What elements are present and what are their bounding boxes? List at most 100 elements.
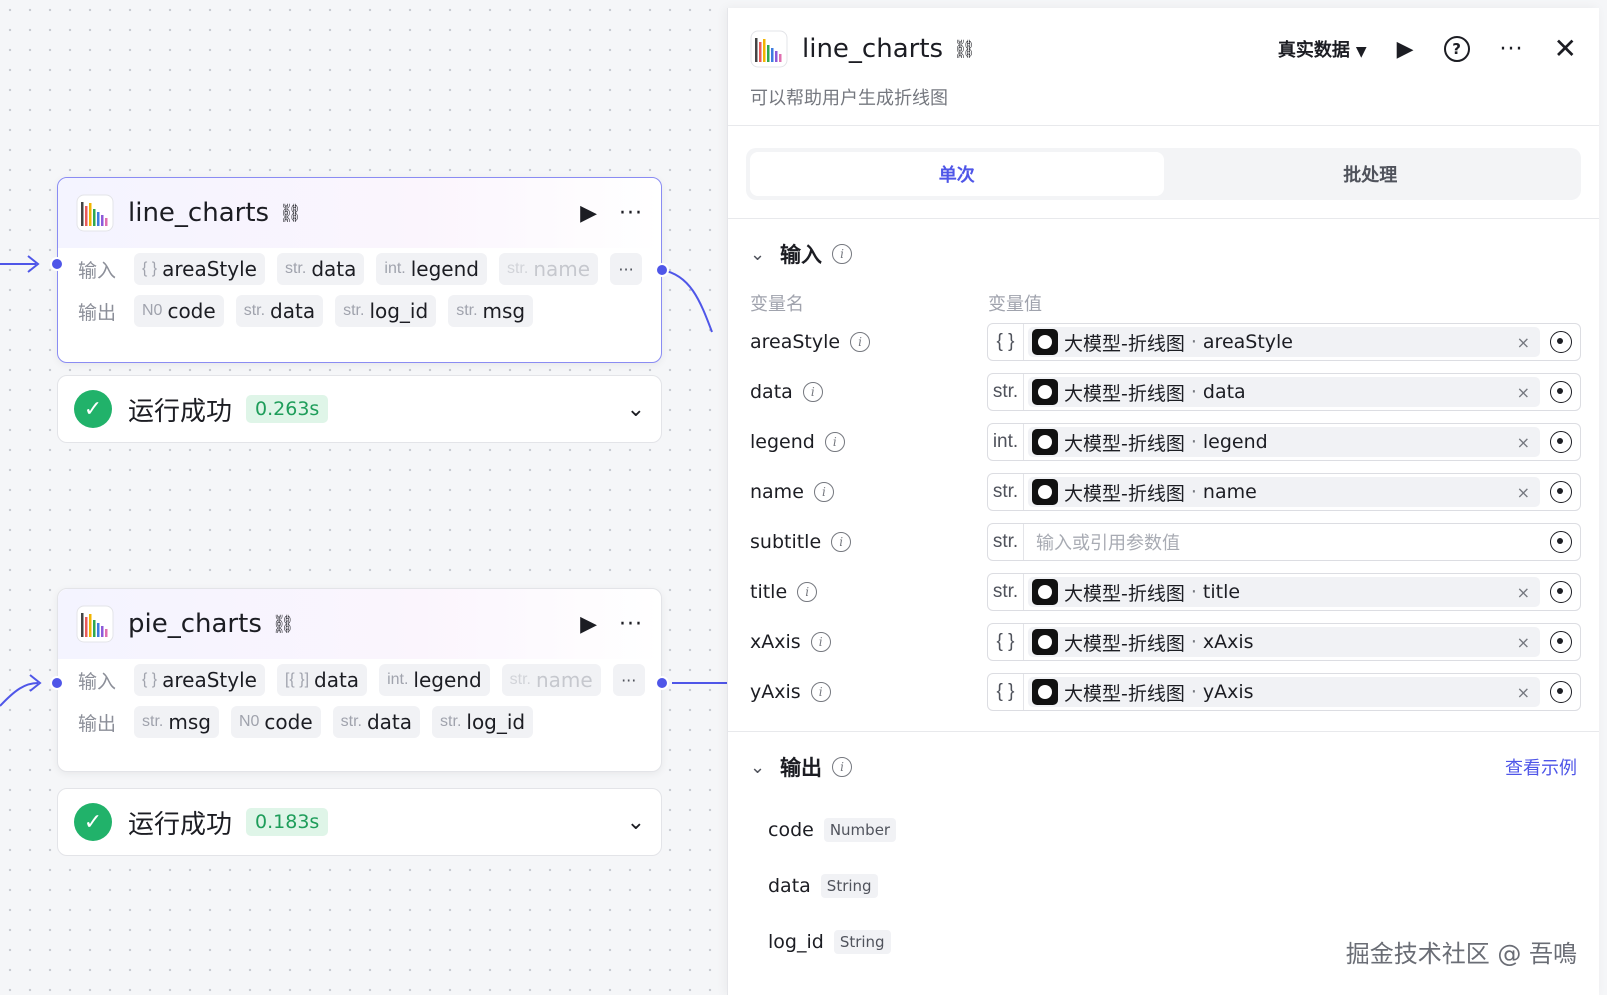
clear-icon[interactable]: ×: [1516, 332, 1530, 352]
reference-picker-icon[interactable]: [1550, 331, 1572, 353]
info-icon[interactable]: i: [850, 332, 871, 352]
reference-picker-icon[interactable]: [1550, 631, 1572, 653]
reference-picker-icon[interactable]: [1550, 681, 1572, 703]
run-icon[interactable]: ▶: [1396, 36, 1414, 62]
reference-picker-icon[interactable]: [1550, 431, 1572, 453]
ref-source: 大模型-折线图: [1064, 632, 1185, 655]
input-tag: str.data: [276, 253, 365, 285]
info-icon[interactable]: i: [832, 244, 852, 264]
chevron-down-icon[interactable]: ⌄: [750, 243, 766, 265]
chart-logo-icon: [76, 605, 114, 643]
output-name: code: [768, 819, 814, 841]
more-icon[interactable]: ···: [619, 200, 643, 226]
reference-chip[interactable]: 大模型-折线图 · areaStyle ×: [1028, 327, 1540, 357]
data-mode-dropdown[interactable]: 真实数据▼: [1277, 40, 1367, 61]
more-icon[interactable]: ···: [619, 611, 643, 637]
run-icon[interactable]: ▶: [580, 611, 598, 637]
info-icon[interactable]: i: [824, 432, 845, 452]
panel-description: 可以帮助用户生成折线图: [750, 88, 948, 109]
variable-value-field[interactable]: str. 输入或引用参数值: [987, 523, 1581, 561]
clear-icon[interactable]: ×: [1516, 432, 1530, 452]
clear-icon[interactable]: ×: [1516, 482, 1530, 502]
input-section-header[interactable]: ⌄ 输入 i: [728, 219, 1599, 289]
info-icon[interactable]: i: [797, 582, 818, 602]
model-node-icon: [1032, 629, 1058, 655]
node-title: line_charts: [128, 198, 270, 228]
ref-field: data: [1202, 381, 1246, 403]
reference-chip[interactable]: 大模型-折线图 · legend ×: [1028, 427, 1540, 457]
model-node-icon: [1032, 479, 1058, 505]
reference-picker-icon[interactable]: [1550, 481, 1572, 503]
output-row: log_id String: [728, 914, 1599, 970]
run-status-bar[interactable]: ✓ 运行成功 0.263s ⌄: [57, 375, 662, 443]
variable-value-field[interactable]: { } 大模型-折线图 · yAxis ×: [987, 673, 1581, 711]
clear-icon[interactable]: ×: [1516, 632, 1530, 652]
variable-value-field[interactable]: str. 大模型-折线图 · data ×: [987, 373, 1581, 411]
input-tag: { }areaStyle: [134, 253, 265, 285]
input-tag: str.name: [501, 664, 601, 696]
variable-value-field[interactable]: int. 大模型-折线图 · legend ×: [987, 423, 1581, 461]
tab-single[interactable]: 单次: [750, 152, 1164, 196]
reference-picker-icon[interactable]: [1550, 531, 1572, 553]
model-node-icon: [1032, 679, 1058, 705]
variable-row: areaStyle i { } 大模型-折线图 · areaStyle ×: [728, 317, 1599, 367]
reference-picker-icon[interactable]: [1550, 381, 1572, 403]
reference-picker-icon[interactable]: [1550, 581, 1572, 603]
type-label: str.: [988, 374, 1024, 410]
reference-chip[interactable]: 大模型-折线图 · yAxis ×: [1028, 677, 1540, 707]
output-tag: str.log_id: [432, 706, 534, 738]
clear-icon[interactable]: ×: [1516, 582, 1530, 602]
output-port[interactable]: [655, 263, 669, 277]
variable-name: yAxis: [750, 681, 801, 703]
chevron-down-icon[interactable]: ⌄: [626, 809, 645, 835]
clear-icon[interactable]: ×: [1516, 382, 1530, 402]
plugin-link-icon[interactable]: ⛓: [271, 613, 295, 635]
node-pie-charts[interactable]: pie_charts ⛓ ▶ ··· 输入 { }areaStyle [{ }]…: [57, 588, 662, 772]
variable-value-field[interactable]: str. 大模型-折线图 · name ×: [987, 473, 1581, 511]
variable-value-field[interactable]: { } 大模型-折线图 · areaStyle ×: [987, 323, 1581, 361]
ref-source: 大模型-折线图: [1064, 582, 1185, 605]
col-value-header: 变量值: [988, 294, 1042, 315]
reference-chip[interactable]: 大模型-折线图 · title ×: [1028, 577, 1540, 607]
variable-name: subtitle: [750, 531, 822, 553]
value-input-placeholder[interactable]: 输入或引用参数值: [1036, 533, 1180, 554]
node-line-charts[interactable]: line_charts ⛓ ▶ ··· 输入 { }areaStyle str.…: [57, 177, 662, 363]
tab-batch[interactable]: 批处理: [1343, 165, 1398, 186]
output-label: 输出: [78, 712, 117, 735]
run-status-bar[interactable]: ✓ 运行成功 0.183s ⌄: [57, 788, 662, 856]
info-icon[interactable]: i: [832, 757, 852, 777]
output-port[interactable]: [655, 676, 669, 690]
input-port[interactable]: [50, 676, 64, 690]
ref-source: 大模型-折线图: [1064, 382, 1185, 405]
more-inputs-button[interactable]: ···: [612, 664, 645, 696]
input-port[interactable]: [50, 257, 64, 271]
help-icon[interactable]: ?: [1443, 36, 1470, 62]
reference-chip[interactable]: 大模型-折线图 · name ×: [1028, 477, 1540, 507]
info-icon[interactable]: i: [831, 532, 852, 552]
more-icon[interactable]: ···: [1499, 36, 1524, 62]
clear-icon[interactable]: ×: [1516, 682, 1530, 702]
more-inputs-button[interactable]: ···: [610, 253, 643, 285]
close-icon[interactable]: ✕: [1553, 32, 1577, 65]
info-icon[interactable]: i: [810, 682, 831, 702]
chevron-down-icon[interactable]: ⌄: [626, 396, 645, 422]
reference-chip[interactable]: 大模型-折线图 · xAxis ×: [1028, 627, 1540, 657]
variable-name: xAxis: [750, 631, 801, 653]
run-icon[interactable]: ▶: [580, 200, 598, 226]
plugin-link-icon[interactable]: ⛓: [279, 202, 302, 224]
reference-chip[interactable]: 大模型-折线图 · data ×: [1028, 377, 1540, 407]
plugin-link-icon[interactable]: ⛓: [953, 38, 976, 60]
chevron-down-icon[interactable]: ⌄: [750, 756, 766, 778]
view-example-link[interactable]: 查看示例: [1505, 758, 1577, 779]
output-section-header[interactable]: ⌄ 输出 i 查看示例: [728, 732, 1599, 802]
output-name: data: [768, 875, 811, 897]
ref-field: areaStyle: [1202, 331, 1293, 353]
variable-value-field[interactable]: { } 大模型-折线图 · xAxis ×: [987, 623, 1581, 661]
output-section: ⌄ 输出 i 查看示例 code Number data String log_…: [728, 731, 1599, 970]
info-icon[interactable]: i: [813, 482, 834, 502]
info-icon[interactable]: i: [802, 382, 823, 402]
info-icon[interactable]: i: [810, 632, 831, 652]
input-label: 输入: [78, 259, 117, 282]
run-time-badge: 0.183s: [246, 808, 329, 836]
variable-value-field[interactable]: str. 大模型-折线图 · title ×: [987, 573, 1581, 611]
